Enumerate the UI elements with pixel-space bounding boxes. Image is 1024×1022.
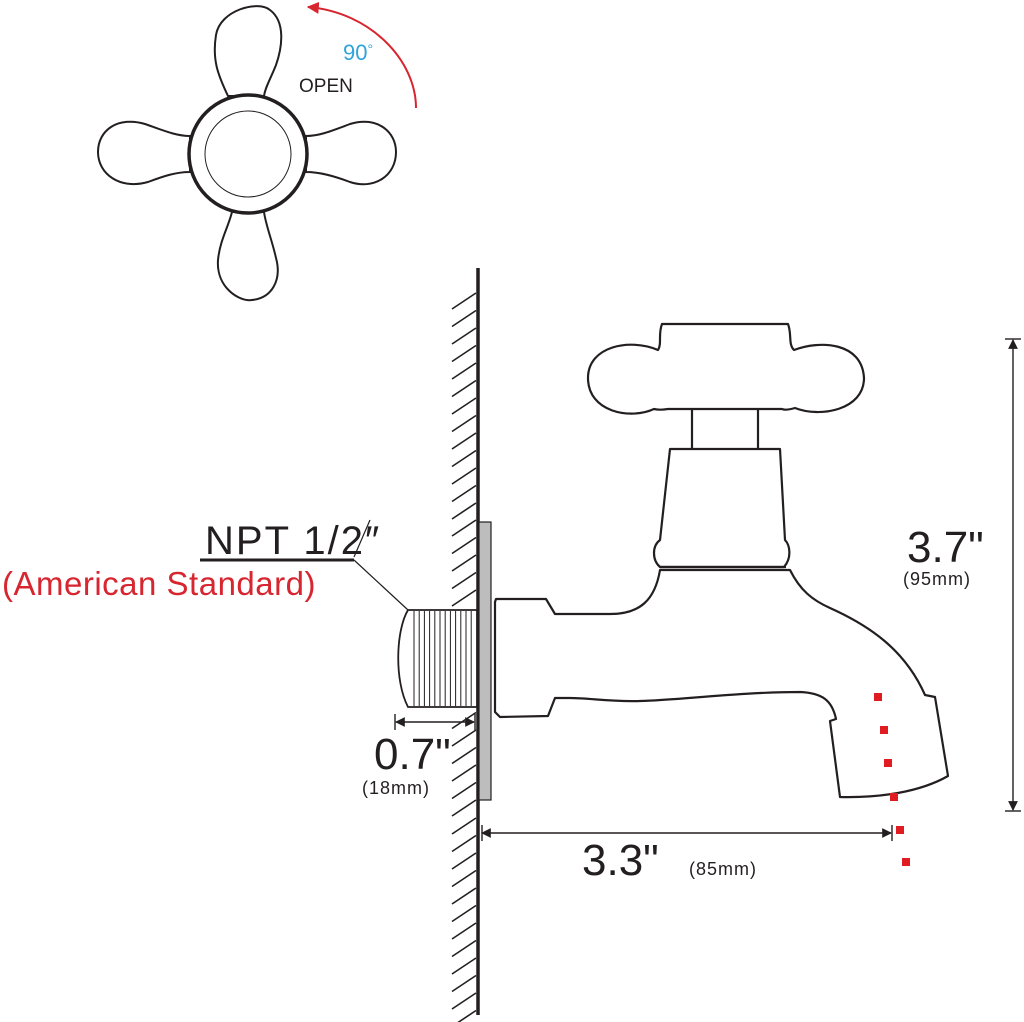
hatch-line — [451, 922, 477, 940]
hatch-line — [451, 397, 477, 415]
hatch-line — [457, 1009, 477, 1022]
hatch-line — [451, 414, 477, 433]
hatch-line — [451, 799, 477, 817]
hatch-line — [451, 974, 477, 993]
hatch-line — [451, 484, 477, 503]
rotation-value: 90 — [343, 40, 368, 65]
hatch-line — [451, 571, 477, 590]
hatch-line — [451, 764, 477, 782]
hatch-line — [451, 992, 477, 1010]
hatch-line — [451, 589, 477, 607]
hatch-line — [451, 817, 477, 835]
cross-handle-icon — [96, 5, 398, 302]
hatch-line — [451, 957, 477, 975]
hatch-line — [451, 746, 477, 765]
water-drop — [896, 826, 904, 834]
hatch-line — [451, 781, 477, 800]
water-drop — [880, 726, 888, 734]
dimension-lines — [394, 338, 1021, 841]
hatch-line — [451, 309, 477, 328]
height-metric: (95mm) — [903, 569, 971, 589]
hatch-line — [451, 292, 477, 310]
hatch-line — [451, 519, 477, 537]
water-drop — [884, 759, 892, 767]
open-label: OPEN — [299, 76, 353, 97]
thread-standard-label: (American Standard) — [2, 565, 316, 602]
projection-metric: (85mm) — [689, 859, 757, 879]
water-drop — [874, 693, 882, 701]
hatch-line — [451, 449, 477, 468]
hatch-line — [451, 904, 477, 923]
hatch-line — [451, 869, 477, 888]
hatch-line — [451, 554, 477, 572]
wall-hatch-icon — [451, 268, 480, 1022]
curved-arrow-icon — [306, 1, 417, 109]
hatch-line — [451, 939, 477, 958]
thread-spec-label: NPT 1/2″ — [205, 519, 382, 563]
height-imperial: 3.7" — [907, 523, 984, 572]
projection-imperial: 3.3" — [582, 836, 659, 885]
water-drop — [890, 793, 898, 801]
water-drop — [902, 858, 910, 866]
hatch-line — [451, 344, 477, 363]
threaded-connector — [397, 609, 478, 708]
thread-length-imperial: 0.7" — [374, 730, 451, 779]
hatch-line — [451, 379, 477, 398]
hatch-line — [451, 887, 477, 905]
hatch-line — [451, 711, 477, 730]
hatch-line — [451, 432, 477, 450]
hatch-line — [451, 502, 477, 520]
thread-leader-diagonal — [353, 559, 409, 611]
water-flow-dots-icon — [874, 693, 910, 866]
hatch-line — [451, 327, 477, 345]
hatch-line — [451, 729, 477, 747]
thread-slash — [353, 519, 371, 558]
hatch-line — [451, 467, 477, 485]
degree-symbol: ° — [367, 41, 374, 57]
hatch-line — [451, 362, 477, 380]
hatch-line — [451, 834, 477, 853]
mounting-plate — [478, 521, 492, 801]
thread-length-metric: (18mm) — [362, 778, 430, 798]
hatch-line — [451, 852, 477, 870]
hatch-line — [451, 536, 477, 555]
rotation-degree-label: 90° — [343, 42, 373, 64]
